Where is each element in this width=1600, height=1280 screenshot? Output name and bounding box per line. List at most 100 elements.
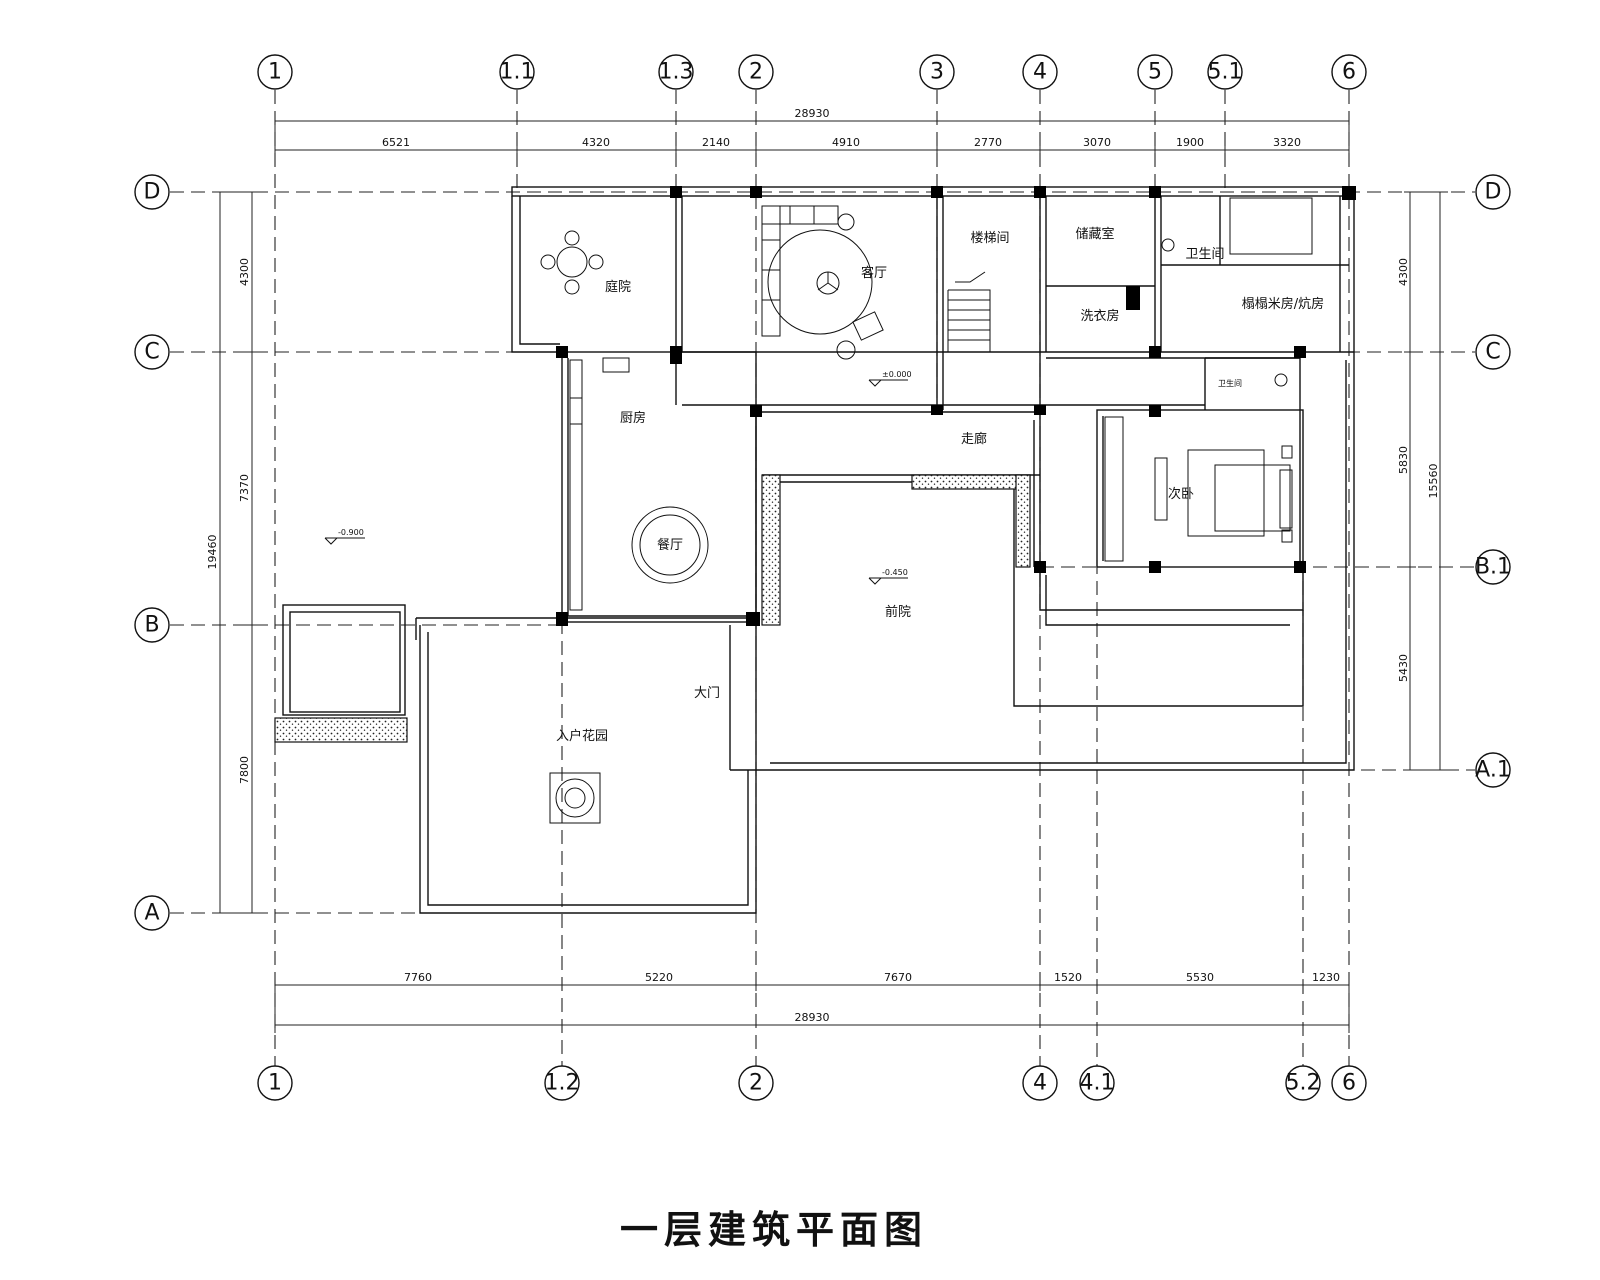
axis-bubbles-top: 1 1.1 1.3 2 3 4 5 5.1 6 [257, 54, 1367, 90]
planter [1015, 474, 1031, 568]
axis-bubble: B.1 [1475, 549, 1511, 585]
axis-bubble: 1.1 [499, 54, 535, 90]
dim-label: 7800 [238, 756, 251, 784]
furniture [540, 197, 1313, 824]
axis-bubbles-left: D C B A [134, 174, 170, 931]
dim-total-top: 28930 [795, 107, 830, 120]
axis-bubble: 4 [1022, 1065, 1058, 1101]
svg-text:C: C [144, 340, 159, 365]
grid-lines [170, 90, 1475, 1070]
dimension-left: 4300 7370 7800 19460 [206, 191, 260, 914]
room-wc-small: 卫生间 [1218, 378, 1242, 388]
axis-bubble: B [134, 607, 170, 643]
dim-label: 4910 [832, 136, 860, 149]
svg-text:A.1: A.1 [1475, 758, 1511, 783]
tatami-bed [1229, 197, 1313, 255]
room-bedroom2: 次卧 [1168, 486, 1194, 502]
svg-text:1.1: 1.1 [500, 60, 535, 85]
room-laundry: 洗衣房 [1080, 308, 1119, 324]
axis-bubble: C [134, 334, 170, 370]
svg-text:-0.900: -0.900 [338, 528, 364, 537]
room-corridor: 走廊 [961, 431, 987, 447]
room-dining: 餐厅 [657, 537, 683, 553]
axis-bubble: 3 [919, 54, 955, 90]
axis-bubble: A [134, 895, 170, 931]
planter [274, 717, 408, 743]
svg-text:2: 2 [749, 60, 763, 85]
toilet [1161, 238, 1175, 252]
svg-text:4.1: 4.1 [1080, 1071, 1115, 1096]
round-table-set [540, 230, 604, 295]
staircase [947, 271, 991, 352]
svg-text:1: 1 [268, 60, 282, 85]
axis-bubble: 6 [1331, 54, 1367, 90]
dim-label: 7670 [884, 971, 912, 984]
room-gate: 大门 [694, 686, 720, 701]
dim-label: 4320 [582, 136, 610, 149]
sofa [761, 205, 884, 360]
dim-label: 5530 [1186, 971, 1214, 984]
room-tatami: 榻榻米房/炕房 [1242, 296, 1324, 312]
columns [556, 186, 1356, 626]
svg-text:6: 6 [1342, 60, 1356, 85]
walls [282, 186, 1355, 914]
axis-bubble: D [1475, 174, 1511, 210]
dim-label: 2140 [702, 136, 730, 149]
dim-label: 2770 [974, 136, 1002, 149]
svg-text:C: C [1485, 340, 1500, 365]
level-mark: ±0.000 [868, 370, 912, 387]
svg-text:2: 2 [749, 1071, 763, 1096]
axis-bubbles-right: D C B.1 A.1 [1475, 174, 1511, 788]
svg-text:-0.450: -0.450 [882, 568, 908, 577]
dimension-bottom: 7760 5220 7670 1520 5530 1230 28930 [274, 971, 1350, 1033]
svg-text:1: 1 [268, 1071, 282, 1096]
svg-text:3: 3 [930, 60, 944, 85]
planter [911, 474, 1031, 490]
dim-label: 5830 [1397, 446, 1410, 474]
axis-bubble: C [1475, 334, 1511, 370]
dim-label: 7760 [404, 971, 432, 984]
axis-bubble: 5.1 [1207, 54, 1243, 90]
svg-text:5.2: 5.2 [1286, 1071, 1321, 1096]
room-labels: 庭院 客厅 楼梯间 储藏室 卫生间 榻榻米房/炕房 洗衣房 厨房 餐厅 走廊 次… [556, 226, 1324, 744]
planter [761, 474, 781, 626]
svg-text:1.3: 1.3 [659, 60, 694, 85]
dim-label: 1230 [1312, 971, 1340, 984]
drawing-title: 一层建筑平面图 [620, 1208, 928, 1252]
room-stair: 楼梯间 [970, 231, 1009, 246]
room-wc: 卫生间 [1185, 247, 1224, 262]
dim-label: 4300 [1397, 258, 1410, 286]
svg-text:4: 4 [1033, 1071, 1047, 1096]
axis-bubble: 1 [257, 54, 293, 90]
level-marks: -0.900 ±0.000 -0.450 [324, 370, 912, 585]
dim-total-bottom: 28930 [795, 1011, 830, 1024]
dim-label: 5430 [1397, 654, 1410, 682]
axis-bubble: 4.1 [1079, 1065, 1115, 1101]
dim-total-right: 15560 [1427, 464, 1440, 499]
dim-label: 1520 [1054, 971, 1082, 984]
planters [274, 474, 1031, 743]
svg-text:5: 5 [1148, 60, 1162, 85]
room-courtyard: 庭院 [605, 279, 631, 295]
svg-text:1.2: 1.2 [545, 1071, 580, 1096]
axis-bubble: 5 [1137, 54, 1173, 90]
room-storage: 储藏室 [1075, 226, 1114, 242]
room-living: 客厅 [861, 265, 887, 281]
dimension-right: 4300 5830 5430 15560 [1397, 191, 1448, 771]
dim-label: 7370 [238, 474, 251, 502]
dim-label: 3320 [1273, 136, 1301, 149]
axis-bubble: 5.2 [1285, 1065, 1321, 1101]
room-front-yard: 前院 [885, 604, 911, 620]
dim-label: 1900 [1176, 136, 1204, 149]
svg-text:6: 6 [1342, 1071, 1356, 1096]
room-entry-garden: 入户花园 [556, 728, 608, 744]
dim-label: 5220 [645, 971, 673, 984]
svg-text:D: D [144, 180, 161, 205]
toilet [1274, 373, 1288, 387]
axis-bubble: 2 [738, 54, 774, 90]
level-mark: -0.450 [868, 568, 908, 585]
dim-total-left: 19460 [206, 535, 219, 570]
level-mark: -0.900 [324, 528, 365, 545]
axis-bubble: 6 [1331, 1065, 1367, 1101]
